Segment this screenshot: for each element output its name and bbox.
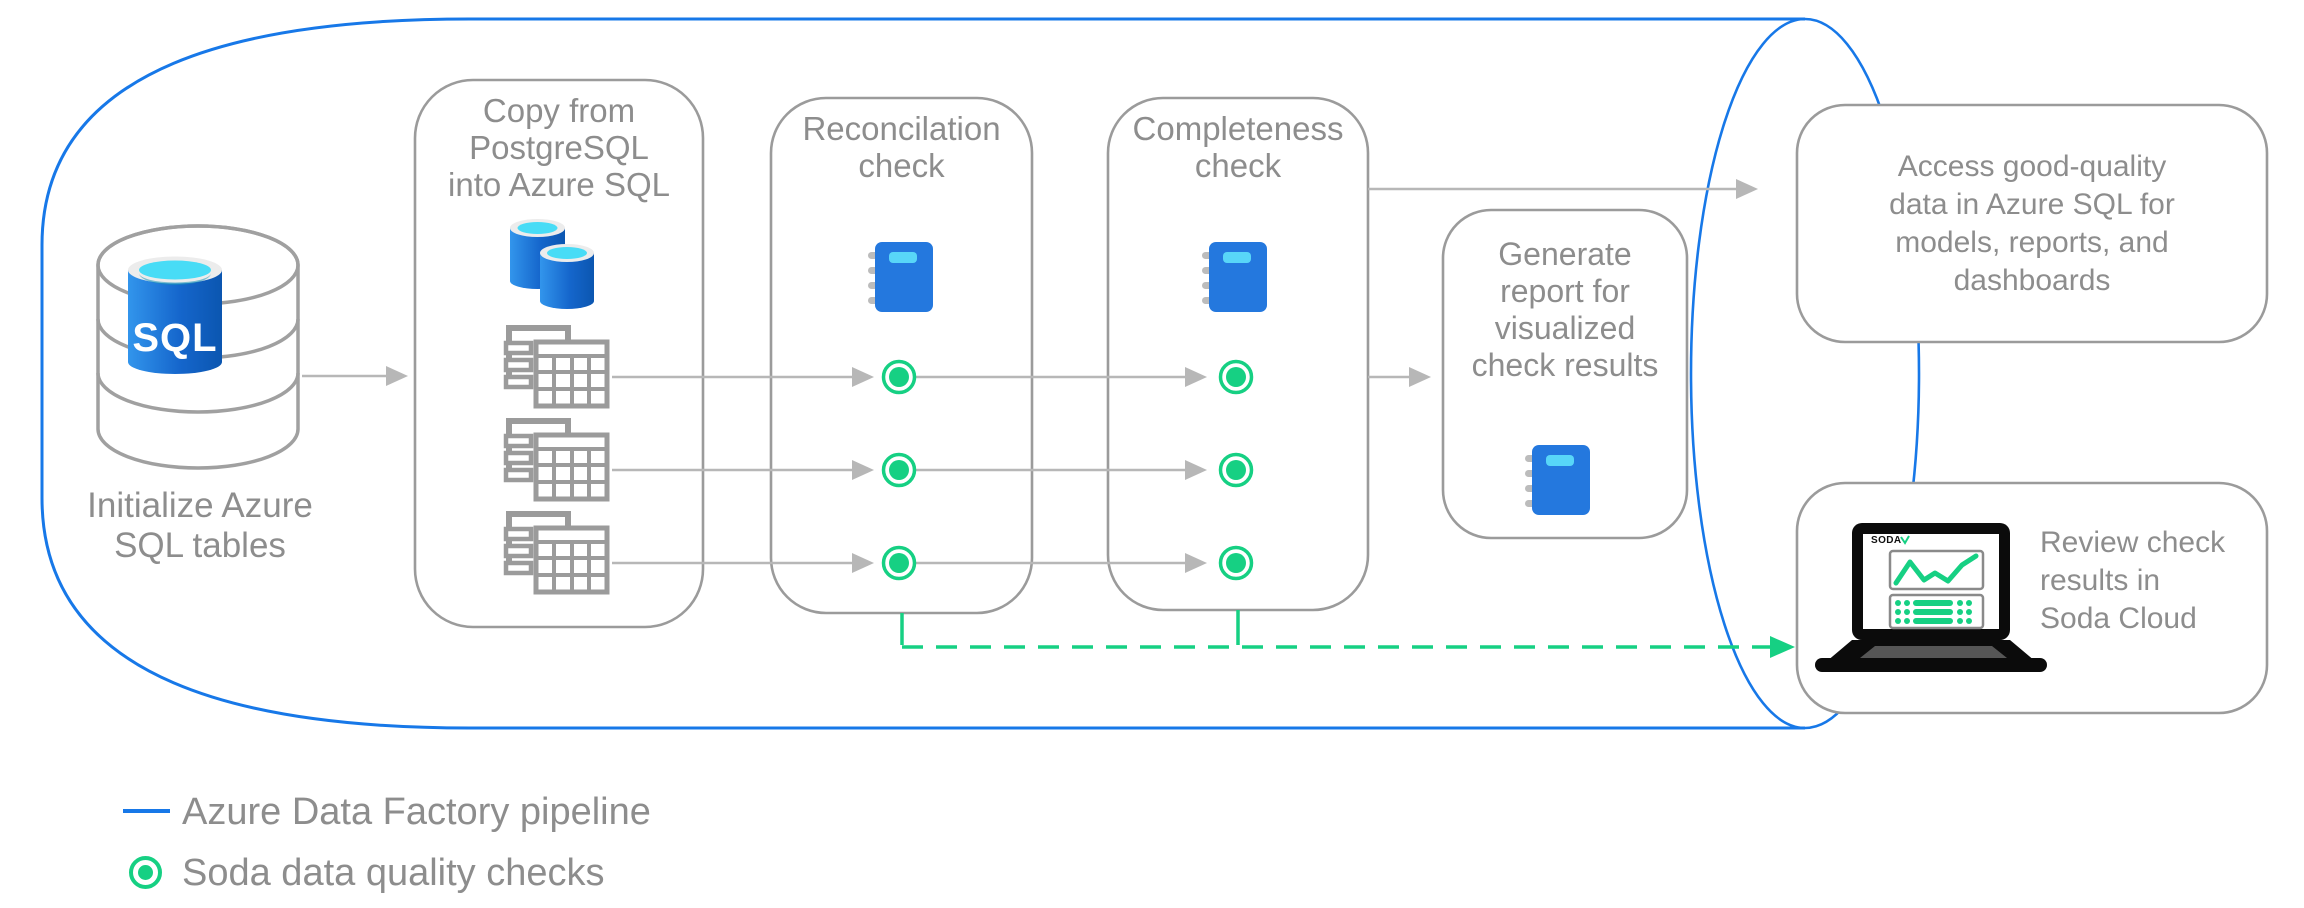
generate-title-line: visualized bbox=[1494, 310, 1636, 346]
generate-box bbox=[1441, 208, 1689, 540]
soda-check-dot bbox=[881, 545, 917, 581]
soda-check-dot bbox=[1218, 545, 1254, 581]
source-caption: Initialize Azure SQL tables bbox=[55, 486, 345, 566]
review-text-line: Soda Cloud bbox=[2040, 602, 2197, 635]
copy-title-line: PostgreSQL bbox=[469, 129, 649, 166]
copy-title-line: Copy from bbox=[482, 92, 636, 129]
completeness-title-line: check bbox=[1194, 147, 1282, 184]
table-icon bbox=[503, 418, 610, 502]
sql-database-icon bbox=[96, 224, 300, 470]
legend-pipeline-label: Azure Data Factory pipeline bbox=[182, 791, 651, 833]
source-caption-line: Initialize Azure bbox=[87, 486, 313, 525]
table-icon bbox=[503, 511, 610, 595]
review-box-text: Review check results in Soda Cloud bbox=[2040, 524, 2265, 638]
generate-title-line: report for bbox=[1500, 273, 1630, 309]
table-icon bbox=[503, 325, 610, 409]
access-text-line: data in Azure SQL for bbox=[1889, 187, 2175, 221]
access-text-line: models, reports, and bbox=[1895, 225, 2169, 259]
laptop-icon bbox=[1815, 523, 2047, 672]
legend-soda-swatch bbox=[129, 856, 162, 889]
reconciliation-title-line: check bbox=[858, 147, 945, 184]
pipeline-outline bbox=[40, 17, 1921, 730]
soda-logo-accent bbox=[1900, 535, 1910, 545]
pipeline-body-outline bbox=[40, 17, 1805, 730]
review-text-line: results in bbox=[2040, 564, 2161, 597]
legend-soda-dot-inner bbox=[138, 865, 153, 880]
access-box bbox=[1795, 103, 2269, 344]
legend-pipeline-swatch bbox=[123, 809, 170, 813]
notebook-icon bbox=[1202, 242, 1267, 312]
soda-dashed-arrow bbox=[900, 610, 1795, 658]
generate-title-line: check results bbox=[1471, 347, 1659, 383]
reconciliation-title-line: Reconcilation bbox=[802, 110, 1001, 147]
completeness-title-line: Completeness bbox=[1132, 110, 1344, 147]
access-box-text: Access good-quality data in Azure SQL fo… bbox=[1797, 105, 2267, 342]
soda-check-dot bbox=[1218, 452, 1254, 488]
reconciliation-box-title: Reconcilation check bbox=[771, 110, 1032, 184]
generate-title-line: Generate bbox=[1498, 236, 1632, 272]
review-text-line: Review check bbox=[2040, 526, 2226, 559]
sql-database-label: SQL bbox=[132, 316, 218, 360]
table-panel-icon bbox=[1888, 593, 1985, 630]
soda-check-dot bbox=[881, 452, 917, 488]
chart-panel-icon bbox=[1888, 549, 1985, 591]
generate-box-title: Generate report for visualized check res… bbox=[1443, 236, 1687, 384]
completeness-box-title: Completeness check bbox=[1108, 110, 1368, 184]
copy-box-title: Copy from PostgreSQL into Azure SQL bbox=[415, 92, 703, 203]
notebook-icon bbox=[868, 242, 933, 312]
soda-check-dot bbox=[1218, 359, 1254, 395]
notebook-icon bbox=[1525, 445, 1590, 515]
soda-check-dots bbox=[881, 359, 1254, 581]
access-text-line: dashboards bbox=[1953, 263, 2111, 297]
source-caption-line: SQL tables bbox=[114, 526, 286, 565]
soda-logo: SODA bbox=[1871, 535, 1902, 546]
flow-arrows bbox=[302, 179, 1758, 573]
copy-title-line: into Azure SQL bbox=[448, 166, 670, 203]
database-pair-icon bbox=[510, 219, 594, 309]
access-text-line: Access good-quality bbox=[1897, 149, 2167, 183]
soda-check-dot bbox=[881, 359, 917, 395]
legend-soda-label: Soda data quality checks bbox=[182, 852, 605, 894]
